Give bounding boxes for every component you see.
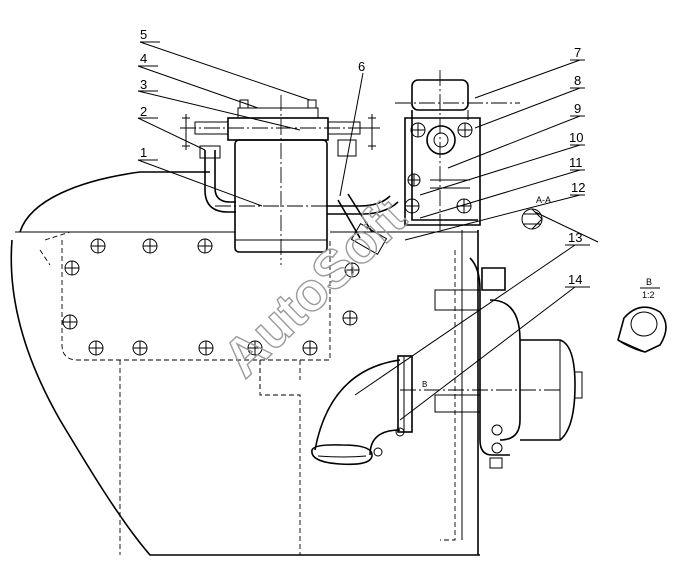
callout-2: 2 [140, 104, 147, 119]
valve-cover-outline [39, 231, 331, 390]
callout-10: 10 [569, 130, 583, 145]
marker-b-label: B [422, 380, 427, 389]
callout-7: 7 [574, 45, 581, 60]
oil-line-left [199, 145, 236, 213]
callout-4: 4 [140, 51, 147, 66]
callout-5: 5 [140, 27, 147, 42]
section-a-a-label: A-A [536, 195, 551, 205]
callout-12: 12 [571, 180, 585, 195]
view-b-scale: 1:2 [642, 290, 655, 300]
callout-14: 14 [568, 272, 582, 287]
oil-line-right [327, 139, 399, 255]
filter-bracket [180, 99, 380, 150]
watermark: AutoSoft [212, 187, 418, 388]
manifold-column [400, 250, 583, 541]
callout-3: 3 [140, 77, 147, 92]
section-a-a-detail [521, 208, 543, 230]
callout-1: 1 [140, 145, 147, 160]
callout-6: 6 [358, 59, 365, 74]
callout-9: 9 [574, 101, 581, 116]
callout-numbers: 1 2 3 4 5 6 7 8 9 10 11 12 13 14 [140, 27, 585, 287]
pump-housing [395, 70, 520, 230]
engine-body-outline [10, 171, 480, 556]
elbow-pipe [311, 355, 413, 466]
callout-8: 8 [574, 73, 581, 88]
view-b-detail [617, 287, 667, 353]
callout-11: 11 [569, 155, 583, 170]
leader-lines [137, 41, 599, 421]
head-bolt-row [62, 238, 360, 356]
view-b-label: B [646, 277, 652, 287]
callout-13: 13 [568, 230, 582, 245]
